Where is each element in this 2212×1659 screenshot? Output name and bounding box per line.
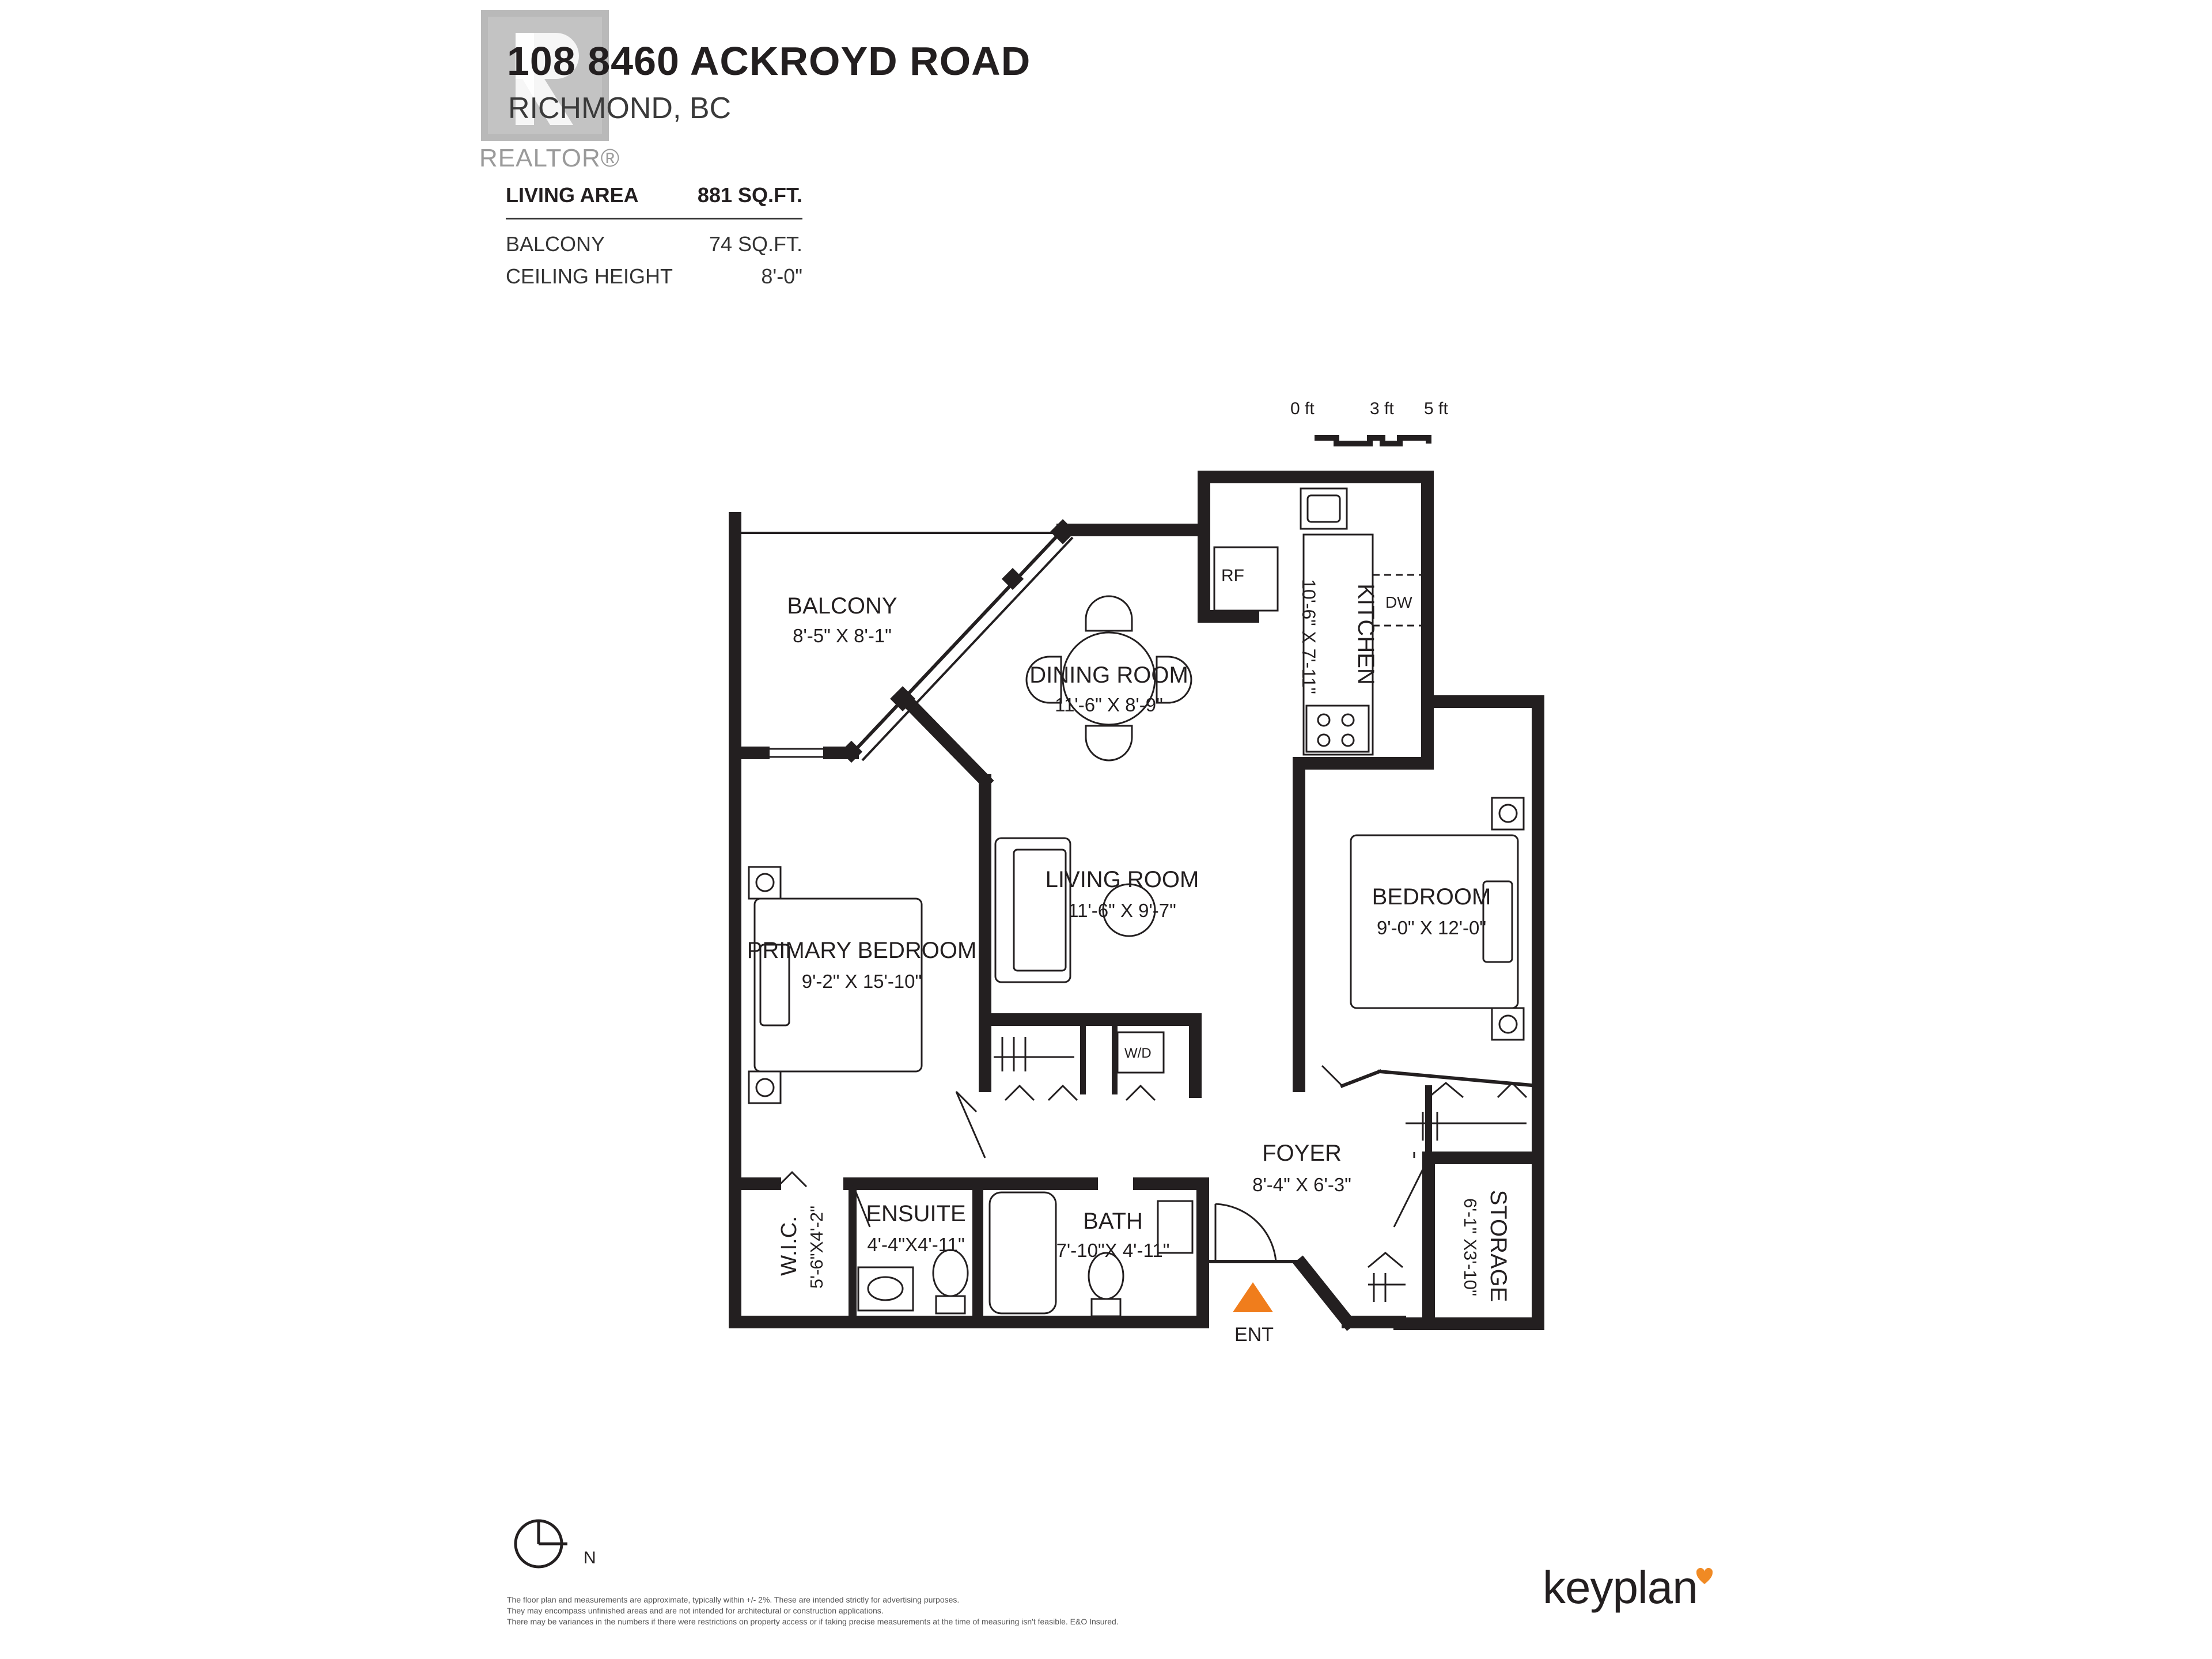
room-bedroom-dims: 9'-0" X 12'-0" — [1376, 917, 1487, 938]
area-stats: LIVING AREA 881 SQ.FT. BALCONY 74 SQ.FT.… — [506, 183, 802, 297]
room-foyer-dims: 8'-4" X 6'-3" — [1252, 1174, 1351, 1195]
room-primary-name: PRIMARY BEDROOM — [747, 938, 977, 963]
scale-label-3: 3 ft — [1370, 399, 1394, 418]
room-ensuite-dims: 4'-4"X4'-11" — [867, 1234, 965, 1255]
room-dining-name: DINING ROOM — [1029, 662, 1188, 688]
realtor-watermark: REALTOR® — [479, 144, 620, 172]
fixture-rf: RF — [1221, 566, 1244, 585]
room-kitchen-dims: 10'-6" X 7'-11" — [1298, 579, 1319, 694]
disclaimer-line: They may encompass unfinished areas and … — [507, 1606, 884, 1615]
diagonal-window-wall — [763, 471, 1521, 763]
disclaimer-line: There may be variances in the numbers if… — [507, 1617, 1119, 1626]
room-dining-dims: 11'-6" X 8'-9" — [1055, 694, 1163, 715]
room-wic-name: W.I.C. — [777, 1216, 801, 1276]
disclaimer: The floor plan and measurements are appr… — [507, 1594, 1313, 1627]
room-ensuite-name: ENSUITE — [866, 1201, 966, 1226]
living-furniture — [994, 837, 1156, 983]
fixture-dw: DW — [1385, 593, 1412, 611]
fixture-wd: W/D — [1124, 1046, 1152, 1061]
stat-label: CEILING HEIGHT — [506, 264, 673, 288]
stat-label: BALCONY — [506, 232, 605, 256]
scale-label-5: 5 ft — [1424, 399, 1448, 418]
room-bath-name: BATH — [1083, 1209, 1143, 1234]
stat-value: 881 SQ.FT. — [697, 183, 802, 207]
entry-marker-icon — [1233, 1282, 1273, 1312]
property-address: 108 8460 ACKROYD ROAD — [507, 39, 1031, 84]
room-primary-dims: 9'-2" X 15'-10" — [801, 971, 922, 992]
property-city: RICHMOND, BC — [508, 92, 732, 125]
room-bath-dims: 7'-10"X 4'-11" — [1056, 1240, 1170, 1261]
room-living-dims: 11'-6" X 9'-7" — [1068, 900, 1176, 921]
walls — [729, 471, 1544, 1331]
bath-fixtures — [851, 1090, 1194, 1317]
stat-balcony: BALCONY 74 SQ.FT. — [506, 232, 802, 256]
closet-details — [777, 1031, 1528, 1302]
stat-living-area: LIVING AREA 881 SQ.FT. — [506, 183, 802, 219]
secondary-bed — [1350, 797, 1525, 1041]
stat-label: LIVING AREA — [506, 183, 639, 207]
realtor-logo-icon — [481, 10, 609, 141]
room-kitchen-name: KITCHEN — [1353, 584, 1378, 685]
stat-ceiling: CEILING HEIGHT 8'-0" — [506, 264, 802, 289]
disclaimer-line: The floor plan and measurements are appr… — [507, 1595, 960, 1604]
stat-value: 74 SQ.FT. — [709, 232, 802, 256]
entry-label: ENT — [1234, 1324, 1274, 1346]
room-balcony-dims: 8'-5" X 8'-1" — [793, 625, 892, 646]
room-storage-name: STORAGE — [1486, 1190, 1511, 1302]
stat-value: 8'-0" — [761, 264, 802, 288]
room-wic-dims: 5'-6"X4'-2" — [806, 1205, 827, 1289]
dining-table — [1025, 595, 1192, 762]
room-foyer-name: FOYER — [1262, 1141, 1342, 1166]
scale-bar — [1315, 435, 1431, 446]
primary-bed — [748, 866, 923, 1104]
room-bedroom-name: BEDROOM — [1372, 884, 1491, 910]
scale-label-0: 0 ft — [1290, 399, 1315, 418]
kitchen-fixtures — [1213, 487, 1427, 756]
keyplan-heart-icon — [1696, 1568, 1713, 1584]
room-balcony-name: BALCONY — [787, 593, 897, 619]
room-living-name: LIVING ROOM — [1045, 867, 1199, 892]
room-storage-dims: 6'-1" X3'-10" — [1460, 1198, 1480, 1296]
north-arrow-icon — [514, 1519, 567, 1569]
keyplan-logo: keyplan — [1543, 1562, 1698, 1613]
north-label: N — [584, 1548, 596, 1567]
entry-door — [1214, 1065, 1427, 1262]
